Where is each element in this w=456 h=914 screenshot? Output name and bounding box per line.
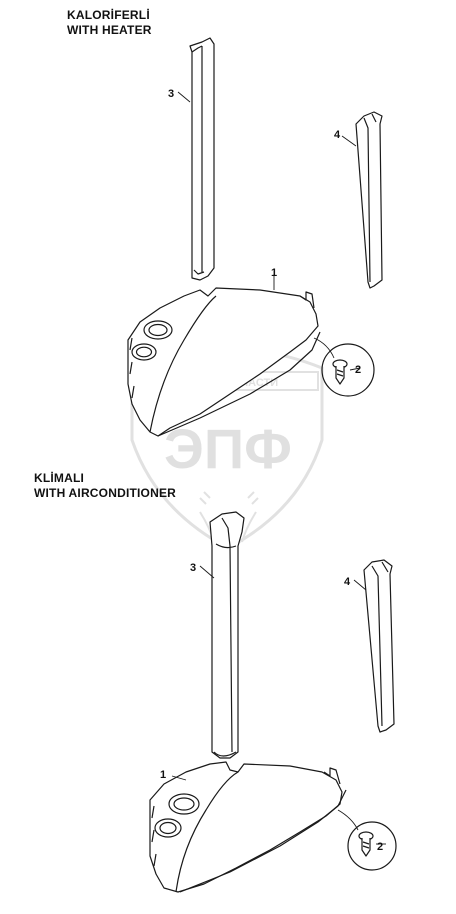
- heater-part4-side-trim: [355, 111, 383, 289]
- aircon-part4-side-trim: [363, 559, 395, 733]
- heater-screw-callout-circle: [321, 343, 375, 397]
- aircon-section-heading: KLİMALI WITH AIRCONDITIONER: [34, 471, 176, 501]
- heater-callout-1: 1: [271, 267, 277, 279]
- aircon-callout-2: 2: [377, 841, 383, 853]
- aircon-callout-3: 3: [190, 562, 196, 574]
- aircon-callout-4: 4: [344, 576, 351, 588]
- heater-section-heading: KALORİFERLİ WITH HEATER: [67, 8, 152, 38]
- heater-part2-screw: [332, 359, 348, 385]
- screw-icon: [332, 359, 348, 385]
- heater-section: [127, 37, 383, 437]
- aircon-part2-screw: [358, 831, 374, 857]
- watermark: ЗАПЧАСТИ ЭПФ: [130, 347, 324, 550]
- aircon-section: [149, 511, 395, 893]
- heater-title-english: WITH HEATER: [67, 23, 152, 37]
- aircon-title-english: WITH AIRCONDITIONER: [34, 486, 177, 500]
- heater-part3-pillar-trim: [189, 37, 215, 281]
- heater-callout-3: 3: [168, 88, 174, 100]
- screw-icon: [358, 831, 374, 857]
- aircon-screw-callout-circle: [347, 821, 397, 871]
- aircon-part1-lower-panel: [149, 761, 347, 893]
- aircon-callout-1: 1: [160, 769, 166, 781]
- heater-callout-2: 2: [355, 364, 361, 376]
- watermark-brand: ЭПФ: [164, 417, 292, 480]
- heater-title-turkish: KALORİFERLİ: [67, 8, 150, 22]
- heater-leader-lines: [177, 91, 361, 371]
- aircon-title-turkish: KLİMALI: [34, 471, 85, 485]
- aircon-part3-duct-trim: [209, 511, 245, 759]
- heater-callout-4: 4: [334, 129, 341, 141]
- heater-part1-lower-panel: [127, 287, 321, 437]
